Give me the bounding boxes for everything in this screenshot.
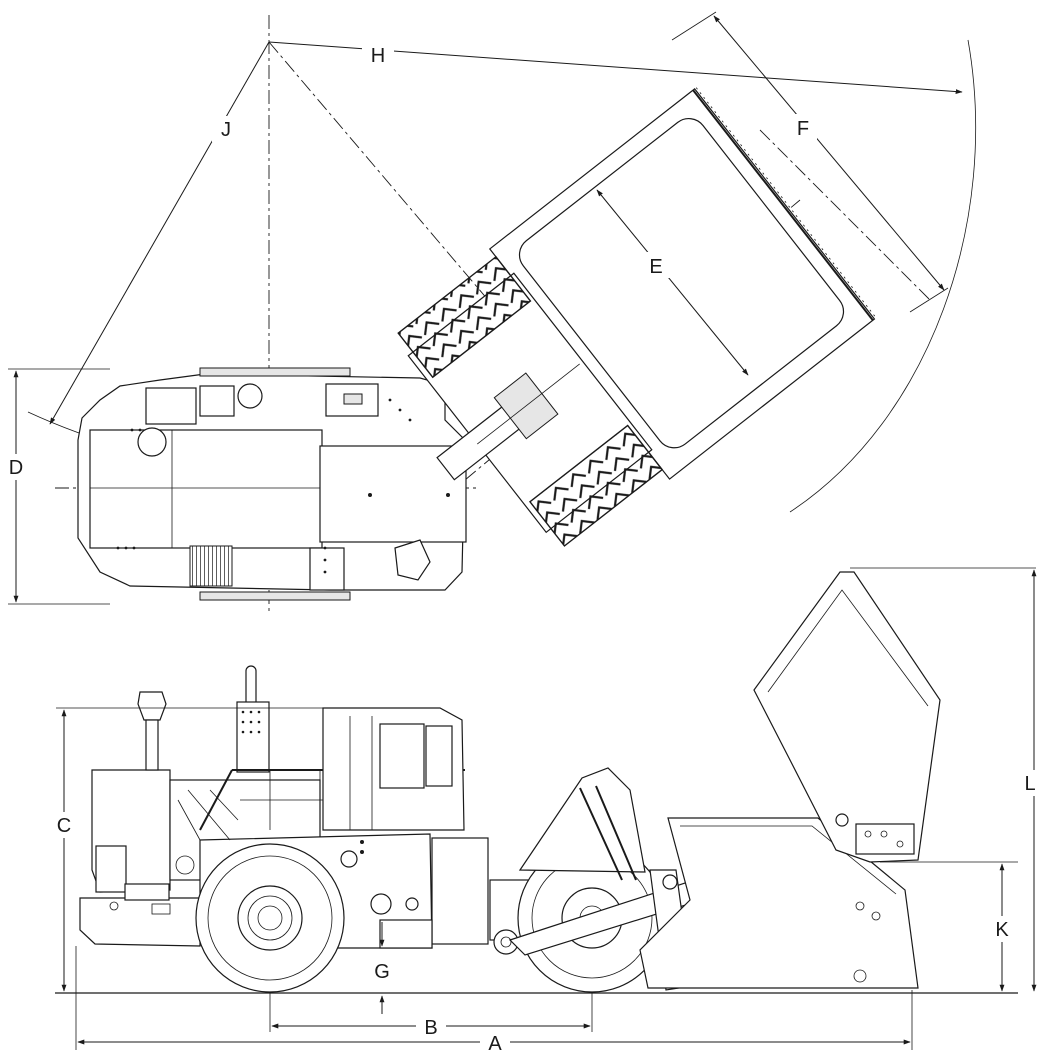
dimension-J: J bbox=[49, 41, 270, 425]
dimension-H: H bbox=[268, 41, 963, 94]
label-K: K bbox=[995, 919, 1009, 941]
label-J: J bbox=[221, 119, 231, 141]
side-view: A B C G K bbox=[50, 567, 1038, 1055]
dimension-K: K bbox=[880, 861, 1018, 992]
rear-frame-top bbox=[77, 367, 467, 601]
outer-turning-arc bbox=[789, 39, 977, 513]
top-view: H J bbox=[2, 11, 977, 612]
dimension-L: L bbox=[850, 567, 1038, 992]
dimension-F: F bbox=[671, 11, 949, 313]
label-L: L bbox=[1024, 773, 1035, 795]
dimension-C: C bbox=[50, 707, 330, 992]
label-F: F bbox=[797, 118, 809, 140]
front-left-tyre-top bbox=[397, 255, 532, 379]
dimension-G: G bbox=[368, 922, 396, 1014]
dimension-A: A bbox=[75, 946, 913, 1055]
dimension-E: E bbox=[596, 189, 749, 376]
front-right-tyre-top bbox=[528, 424, 664, 547]
label-D: D bbox=[9, 457, 23, 479]
dimension-D: D bbox=[2, 368, 110, 605]
label-A: A bbox=[488, 1033, 502, 1055]
bucket-raised bbox=[753, 571, 941, 863]
label-C: C bbox=[57, 815, 71, 837]
label-E: E bbox=[649, 256, 662, 278]
label-H: H bbox=[371, 45, 385, 67]
label-B: B bbox=[424, 1017, 437, 1039]
dimension-B: B bbox=[269, 992, 593, 1039]
operator-cab bbox=[322, 707, 465, 831]
rear-wheel-side bbox=[195, 843, 345, 993]
label-G: G bbox=[374, 961, 390, 983]
